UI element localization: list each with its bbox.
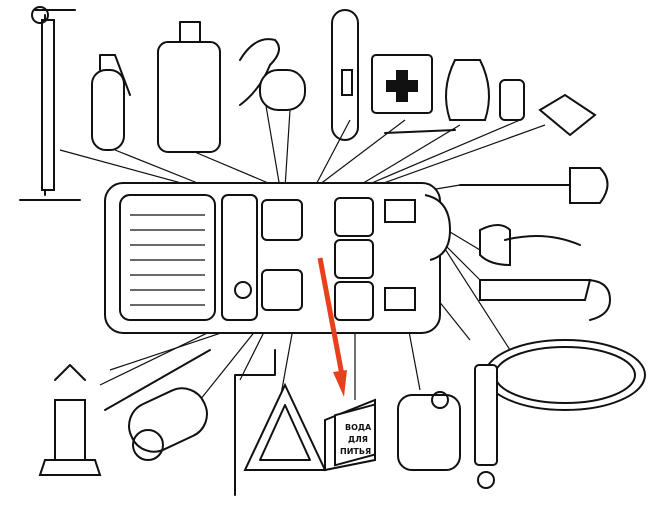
bucket-icon	[157, 21, 221, 153]
jack-icon	[38, 364, 102, 476]
saw-icon	[479, 279, 611, 321]
warning-triangle-icon	[243, 382, 327, 471]
shovel-icon	[459, 167, 609, 204]
first-aid-kit-icon	[371, 54, 456, 134]
water-label-line1: ВОДА	[345, 423, 372, 432]
rear-seat-3	[334, 281, 374, 321]
water-label-line3: ПИТЬЯ	[340, 447, 371, 456]
powder-bag-icon	[445, 59, 490, 121]
trunk-box-top	[384, 199, 416, 223]
trunk-box-bottom	[384, 287, 416, 311]
rear-seat-2	[334, 239, 374, 279]
rolled-tool-bag-icon	[128, 387, 208, 461]
front-seat-right	[261, 269, 303, 311]
fuel-canister-icon	[397, 391, 461, 471]
tow-rope-icon	[484, 339, 646, 411]
cable-icon	[239, 38, 306, 111]
front-seat-left	[261, 199, 303, 241]
car-top-view	[104, 182, 452, 334]
spare-parts-box-icon	[538, 93, 597, 137]
water-label-line2: ДЛЯ	[348, 435, 368, 444]
tire-pump-icon	[19, 6, 81, 201]
spare-wheel	[424, 194, 452, 261]
rear-seat-1	[334, 197, 374, 237]
wheel-wrench-icon	[104, 349, 211, 411]
highlight-arrow	[317, 257, 347, 397]
fire-extinguisher-icon	[91, 54, 131, 151]
drinking-water-box-icon: ВОДА ДЛЯ ПИТЬЯ	[324, 398, 376, 472]
axe-icon	[479, 224, 581, 267]
crank-handle-icon	[234, 349, 276, 496]
jar-icon	[499, 79, 525, 121]
rolled-tarp-icon	[259, 69, 306, 111]
grease-gun-icon	[474, 364, 498, 489]
tow-strap-icon	[331, 9, 359, 141]
